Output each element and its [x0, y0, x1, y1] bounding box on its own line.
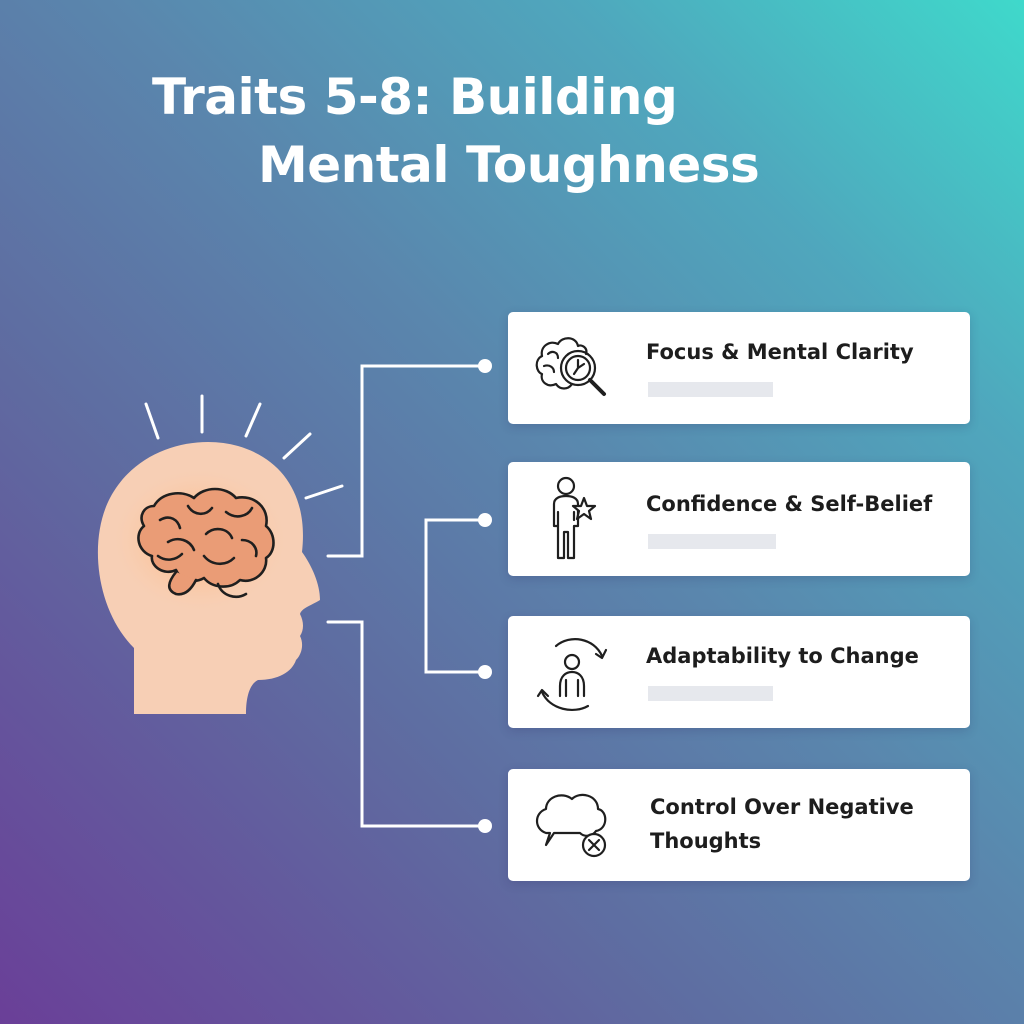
thought-bubble-x-icon [535, 793, 607, 858]
connector-to-card-1 [326, 364, 482, 558]
title-line-2: Mental Toughness [258, 136, 760, 194]
connector-to-card-2 [424, 518, 485, 674]
placeholder-bar [648, 686, 773, 701]
title-line-1: Traits 5-8: Building [152, 68, 678, 126]
connector-dots [478, 359, 492, 833]
placeholder-bar [648, 534, 776, 549]
trait-label-control-line-2: Thoughts [650, 829, 762, 853]
idea-rays [144, 394, 344, 500]
connector-lines [326, 364, 485, 828]
placeholder-bar [648, 382, 773, 397]
trait-label-confidence: Confidence & Self-Belief [646, 492, 933, 516]
brain-icon [137, 487, 275, 598]
trait-label-adaptability: Adaptability to Change [646, 644, 919, 668]
person-cycle-arrows-icon [536, 638, 608, 711]
trait-label-focus: Focus & Mental Clarity [646, 340, 914, 364]
connector-to-card-4 [326, 620, 482, 828]
trait-card-control: Control Over Negative Thoughts [508, 769, 970, 881]
trait-card-confidence: Confidence & Self-Belief [508, 462, 970, 576]
brain-magnifier-icon [535, 337, 606, 396]
trait-label-control-line-1: Control Over Negative [650, 795, 914, 819]
person-star-icon [552, 476, 597, 560]
trait-card-focus: Focus & Mental Clarity [508, 312, 970, 424]
trait-card-adaptability: Adaptability to Change [508, 616, 970, 728]
